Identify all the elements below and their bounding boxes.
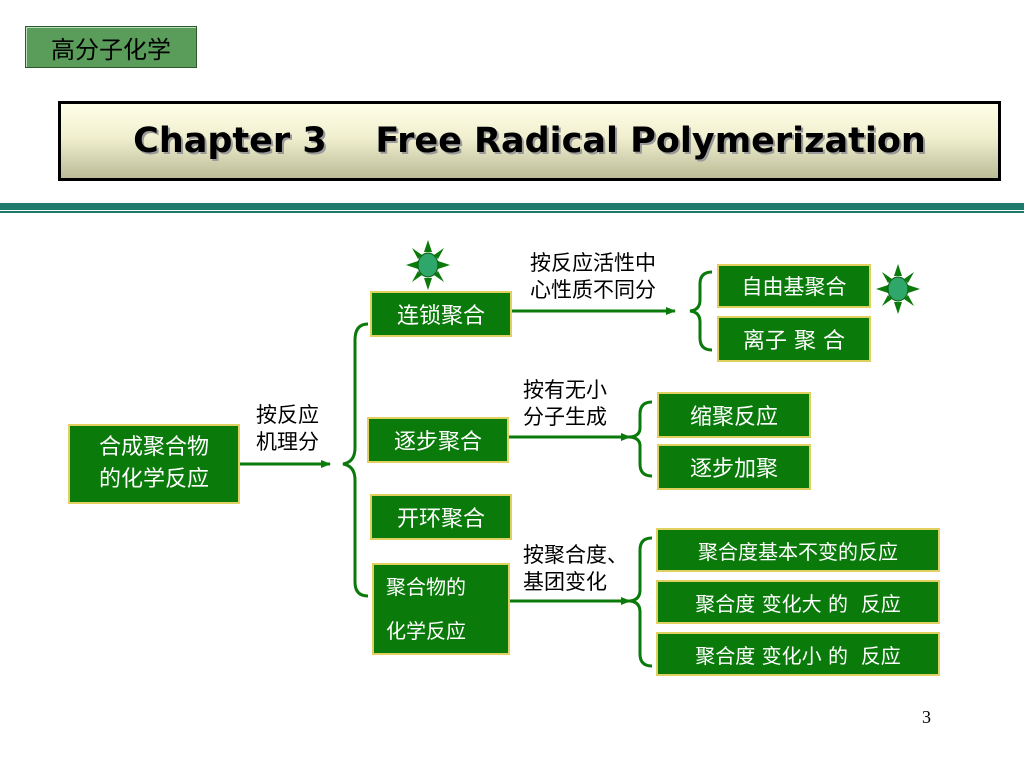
chapter-title-banner: Chapter 3 Free Radical Polymerization (58, 101, 1001, 181)
chain-polymerization-box: 连锁聚合 (370, 291, 512, 337)
step-label: 按有无小 分子生成 (523, 378, 607, 429)
course-tag: 高分子化学 (25, 26, 197, 68)
polymer-label: 按聚合度、 基团变化 (523, 543, 628, 594)
chain-brace (689, 270, 713, 352)
header-rule-thick (0, 203, 1024, 210)
ring-opening-box: 开环聚合 (370, 494, 512, 540)
chain-label: 按反应活性中 心性质不同分 (530, 251, 656, 302)
main-brace (342, 322, 369, 598)
dp-unchanged-box: 聚合度基本不变的反应 (656, 528, 940, 572)
polymer-brace (629, 536, 653, 668)
root-box: 合成聚合物 的化学反应 (68, 424, 240, 504)
ionic-box: 离子 聚 合 (717, 316, 871, 362)
chapter-title: Chapter 3 Free Radical Polymerization (133, 121, 926, 161)
polycondensation-box: 缩聚反应 (657, 392, 811, 438)
star-burst-icon (876, 264, 920, 314)
dp-increase-box: 聚合度 变化大 的 反应 (656, 580, 940, 624)
step-polymerization-box: 逐步聚合 (367, 417, 509, 463)
header-rule-thin (0, 211, 1024, 213)
star-burst-icon (406, 240, 450, 290)
step-addition-box: 逐步加聚 (657, 444, 811, 490)
free-radical-box: 自由基聚合 (717, 264, 871, 308)
page-number: 3 (922, 707, 931, 727)
step-brace (629, 400, 653, 478)
root-label: 按反应 机理分 (256, 403, 319, 454)
polymer-reaction-box: 聚合物的 化学反应 (372, 563, 510, 655)
dp-decrease-box: 聚合度 变化小 的 反应 (656, 632, 940, 676)
